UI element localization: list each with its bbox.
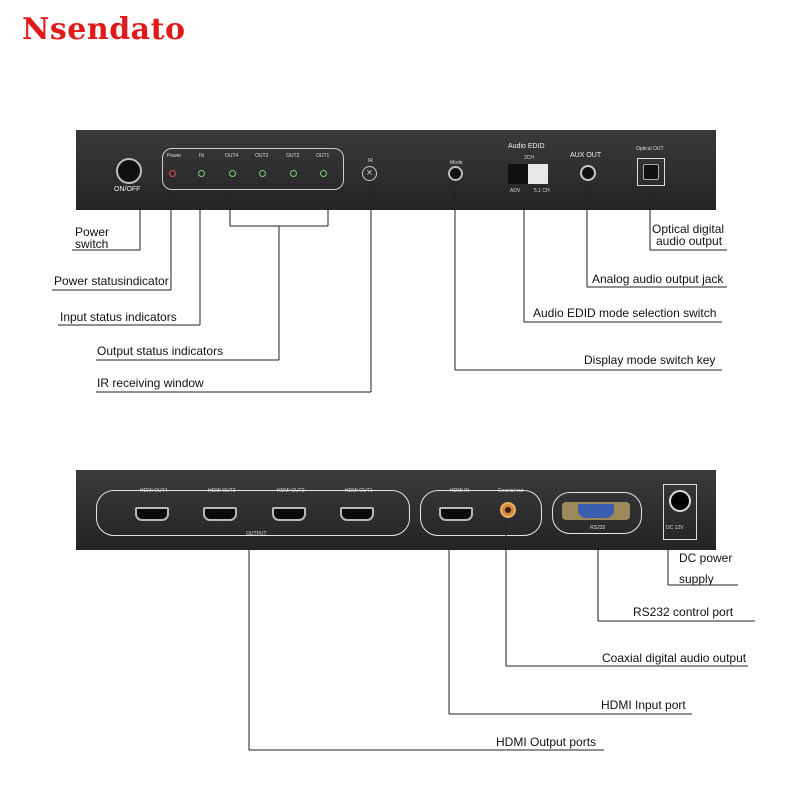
hdmi-output-group bbox=[96, 490, 410, 536]
switch-label-adv: ADV bbox=[510, 188, 521, 194]
optical-out-port[interactable] bbox=[637, 158, 665, 186]
hdmi-out4-port[interactable] bbox=[135, 507, 169, 521]
callout-dc-line2: supply bbox=[679, 572, 714, 586]
output-led-3 bbox=[259, 170, 266, 177]
audio-edid-switch[interactable] bbox=[508, 164, 548, 184]
front-panel: ON/OFF Power IN OUT4 OUT3 OUT2 OUT1 IR ×… bbox=[76, 130, 716, 210]
coaxial-port[interactable] bbox=[500, 502, 516, 518]
hdmi-in-label: HDMI IN bbox=[450, 488, 470, 494]
ir-window-icon: × bbox=[362, 166, 377, 181]
rs232-socket bbox=[578, 504, 614, 518]
led-label-power: Power bbox=[167, 153, 182, 159]
hdmi-out2-label: HDMI OUT2 bbox=[277, 488, 305, 494]
hdmi-out3-port[interactable] bbox=[203, 507, 237, 521]
rs232-label: RS232 bbox=[590, 525, 606, 531]
callout-hdmi-input: HDMI Input port bbox=[601, 698, 686, 712]
callout-hdmi-output: HDMI Output ports bbox=[496, 735, 597, 749]
hdmi-out2-port[interactable] bbox=[272, 507, 306, 521]
callout-rs232: RS232 control port bbox=[633, 605, 734, 619]
led-label-out4: OUT4 bbox=[225, 153, 239, 159]
indicator-panel: Power IN OUT4 OUT3 OUT2 OUT1 bbox=[162, 148, 344, 190]
callout-optical-line1: Optical digital bbox=[652, 222, 725, 236]
power-led bbox=[169, 170, 176, 177]
led-label-out3: OUT3 bbox=[255, 153, 269, 159]
callout-ir-window: IR receiving window bbox=[97, 376, 204, 390]
callout-input-status: Input status indicators bbox=[60, 310, 177, 324]
rs232-group bbox=[552, 492, 642, 534]
callout-optical-line2: audio output bbox=[656, 234, 723, 248]
brand-logo: Nsendato bbox=[22, 12, 186, 47]
mode-button[interactable] bbox=[448, 166, 463, 181]
callout-display-mode: Display mode switch key bbox=[584, 353, 716, 367]
mode-label: Mode bbox=[450, 160, 463, 166]
aux-out-label: AUX OUT bbox=[570, 152, 602, 159]
hdmi-out4-label: HDMI OUT4 bbox=[140, 488, 168, 494]
callout-power-status: Power statusindicator bbox=[54, 274, 169, 288]
output-led-1 bbox=[320, 170, 327, 177]
dc-power-jack[interactable] bbox=[669, 490, 691, 512]
optical-out-label: Optical OUT bbox=[636, 146, 664, 152]
switch-handle bbox=[508, 164, 528, 184]
hdmi-input-group bbox=[420, 490, 542, 536]
dc-power-frame bbox=[663, 484, 697, 540]
led-label-out2: OUT2 bbox=[286, 153, 300, 159]
coaxial-port-center bbox=[505, 507, 511, 513]
on-off-label: ON/OFF bbox=[114, 186, 141, 193]
callout-power-switch-line2: switch bbox=[75, 237, 109, 251]
input-led bbox=[198, 170, 205, 177]
switch-label-51ch: 5.1 CH bbox=[534, 188, 550, 194]
hdmi-out3-label: HDMI OUT3 bbox=[208, 488, 236, 494]
hdmi-in-port[interactable] bbox=[439, 507, 473, 521]
switch-label-2ch: 2CH bbox=[524, 155, 535, 161]
callout-audio-edid: Audio EDID mode selection switch bbox=[533, 306, 717, 320]
callout-output-status: Output status indicators bbox=[97, 344, 224, 358]
dc-12v-label: DC 12V bbox=[666, 525, 684, 531]
hdmi-out1-port[interactable] bbox=[340, 507, 374, 521]
coaxial-label: Coaxial out bbox=[498, 488, 524, 494]
callout-power-switch-line1: Power bbox=[75, 225, 110, 239]
optical-port-socket bbox=[643, 164, 659, 180]
led-label-out1: OUT1 bbox=[316, 153, 330, 159]
output-led-4 bbox=[229, 170, 236, 177]
rear-panel: HDMI OUT4 HDMI OUT3 HDMI OUT2 HDMI OUT1 … bbox=[76, 470, 716, 550]
power-button[interactable] bbox=[116, 158, 142, 184]
callout-dc-line1: DC power bbox=[679, 551, 733, 565]
led-label-in: IN bbox=[199, 153, 204, 159]
callout-coaxial: Coaxial digital audio output bbox=[602, 651, 747, 665]
output-led-2 bbox=[290, 170, 297, 177]
callout-analog-jack: Analog audio output jack bbox=[592, 272, 724, 286]
rs232-port[interactable] bbox=[562, 502, 630, 520]
hdmi-out1-label: HDMI OUT1 bbox=[345, 488, 373, 494]
output-label: OUTPUT bbox=[246, 531, 267, 537]
audio-edid-label: Audio EDID bbox=[508, 143, 545, 150]
aux-out-jack[interactable] bbox=[580, 165, 596, 181]
ir-label: IR bbox=[368, 158, 373, 164]
